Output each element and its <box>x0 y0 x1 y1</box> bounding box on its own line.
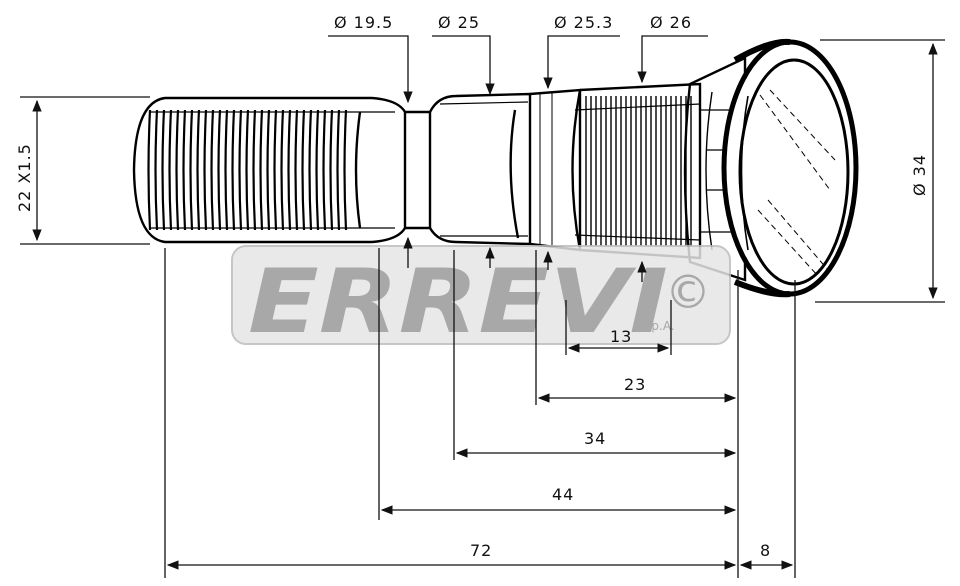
watermark-copyright-symbol: © <box>665 265 711 319</box>
dim-72: 72 <box>470 541 492 560</box>
dim-head: Ø 34 <box>910 154 929 196</box>
thread-groove <box>259 109 264 231</box>
thread-groove <box>294 109 299 231</box>
leader-d26 <box>637 35 708 84</box>
stud-head <box>721 38 859 298</box>
dim-34: 34 <box>584 429 606 448</box>
threaded-shank <box>132 96 407 244</box>
thread-groove <box>252 109 257 231</box>
length-dimensions: 13 23 34 44 72 8 <box>164 248 796 578</box>
thread-groove <box>245 109 250 231</box>
neck-section <box>405 110 432 230</box>
watermark-brand: ERREVI <box>248 250 668 353</box>
watermark: ERREVI © S.p.A. <box>231 245 731 353</box>
thread-groove <box>175 109 180 231</box>
dim-13: 13 <box>610 327 632 346</box>
dim-thread: 22 X1.5 <box>15 143 34 212</box>
thread-groove <box>154 109 159 231</box>
thread-groove <box>336 109 341 231</box>
thread-groove <box>329 109 334 231</box>
leader-d25 <box>432 35 495 96</box>
thread-groove <box>238 109 243 231</box>
thread-groove <box>210 109 215 231</box>
dim-d25-3: Ø 25.3 <box>554 13 613 32</box>
dim-8: 8 <box>760 541 771 560</box>
thread-groove <box>196 109 201 231</box>
thread-groove <box>189 109 194 231</box>
knurled-section <box>571 82 702 260</box>
thread-groove <box>322 109 327 231</box>
thread-groove <box>182 109 187 231</box>
leader-d19-5 <box>328 35 413 104</box>
thread-groove <box>308 109 313 231</box>
dim-d19-5: Ø 19.5 <box>334 13 393 32</box>
thread-groove <box>280 109 285 231</box>
thread-groove <box>315 109 320 231</box>
dim-44: 44 <box>552 485 574 504</box>
thread-groove <box>343 109 348 231</box>
dim-23: 23 <box>624 375 646 394</box>
thread-groove <box>266 109 271 231</box>
thread-groove <box>161 109 166 231</box>
dim-d26: Ø 26 <box>650 13 692 32</box>
leader-d25-3 <box>543 35 620 90</box>
diameter-callouts: Ø 19.5 Ø 25 Ø 25.3 Ø 26 Ø 34 22 X1.5 <box>15 13 945 303</box>
thread-groove <box>203 109 208 231</box>
section-25-3 <box>509 88 582 252</box>
thread-groove <box>224 109 229 231</box>
thread-groove <box>287 109 292 231</box>
dim-d25: Ø 25 <box>438 13 480 32</box>
section-25 <box>428 92 532 246</box>
watermark-plate <box>231 245 731 345</box>
watermark-suffix: S.p.A. <box>640 319 675 333</box>
thread-groove <box>168 109 173 231</box>
thread-groove <box>301 109 306 231</box>
thread-groove <box>217 109 222 231</box>
thread-groove <box>273 109 278 231</box>
thread-groove <box>147 109 152 231</box>
thread-groove <box>231 109 236 231</box>
